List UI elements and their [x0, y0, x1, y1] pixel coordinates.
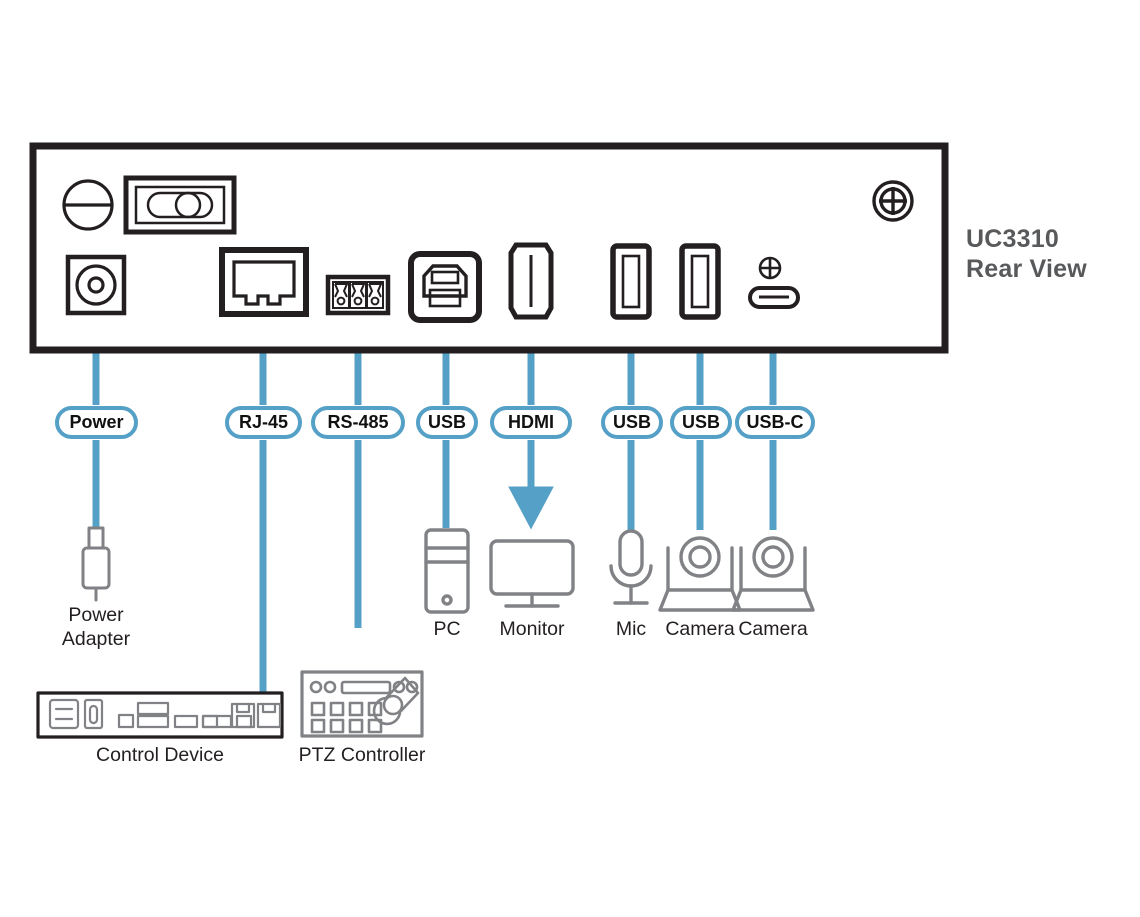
caption-ptz-controller: PTZ Controller — [298, 744, 426, 766]
dc-power-jack — [65, 254, 127, 316]
camera-icon-2 — [731, 536, 815, 612]
usb-type-a-port-2 — [679, 243, 721, 320]
usb-type-b-port — [408, 251, 482, 323]
label-pill-power[interactable]: Power — [55, 406, 138, 439]
page-title-view: Rear View — [966, 255, 1087, 283]
status-led-bar — [123, 175, 237, 235]
page-title-model: UC3310 — [966, 225, 1059, 253]
hdmi-port — [508, 242, 554, 320]
grounding-screw-top — [872, 180, 914, 222]
caption-power-adapter: Power Adapter — [16, 603, 176, 651]
caption-camera-1: Camera — [665, 618, 735, 640]
label-pill-rj45[interactable]: RJ-45 — [225, 406, 302, 439]
rj45-jack — [219, 247, 309, 317]
label-pill-rs485[interactable]: RS-485 — [311, 406, 405, 439]
ptz-controller-icon — [300, 670, 424, 738]
label-pill-usb-b[interactable]: USB — [416, 406, 478, 439]
monitor-icon — [489, 539, 575, 608]
usb-type-c-port — [748, 286, 800, 309]
label-pill-usb-a1[interactable]: USB — [601, 406, 663, 439]
arrowhead-hdmi — [508, 486, 554, 530]
pc-icon — [424, 528, 470, 614]
label-pill-rj45-text: RJ-45 — [238, 412, 289, 432]
control-device-icon — [36, 691, 284, 739]
caption-monitor: Monitor — [499, 618, 565, 640]
mic-icon — [609, 529, 653, 605]
label-pill-power-text: Power — [69, 412, 124, 432]
grounding-screw-usbc — [758, 256, 782, 280]
power-adapter-icon — [81, 526, 111, 602]
power-button — [62, 179, 114, 231]
page-title: UC3310 Rear View — [966, 224, 1087, 284]
label-pill-usb-a2[interactable]: USB — [670, 406, 732, 439]
caption-power-adapter-line1: Power — [68, 604, 124, 626]
caption-mic: Mic — [615, 618, 647, 640]
label-pill-hdmi-text: HDMI — [508, 412, 554, 432]
rs485-terminal-block — [325, 274, 391, 316]
label-pill-usb-c[interactable]: USB-C — [735, 406, 815, 439]
label-pill-usb-b-text: USB — [427, 412, 466, 432]
caption-camera-2: Camera — [738, 618, 808, 640]
caption-control-device: Control Device — [96, 744, 224, 766]
label-pill-hdmi[interactable]: HDMI — [490, 406, 572, 439]
label-pill-rs485-text: RS-485 — [327, 412, 389, 432]
label-pill-usb-c-text: USB-C — [746, 412, 804, 432]
caption-power-adapter-line2: Adapter — [61, 628, 131, 650]
label-pill-usb-a2-text: USB — [681, 412, 720, 432]
camera-icon-1 — [658, 536, 742, 612]
usb-type-a-port-1 — [610, 243, 652, 320]
caption-pc: PC — [433, 618, 461, 640]
label-pill-usb-a1-text: USB — [612, 412, 651, 432]
